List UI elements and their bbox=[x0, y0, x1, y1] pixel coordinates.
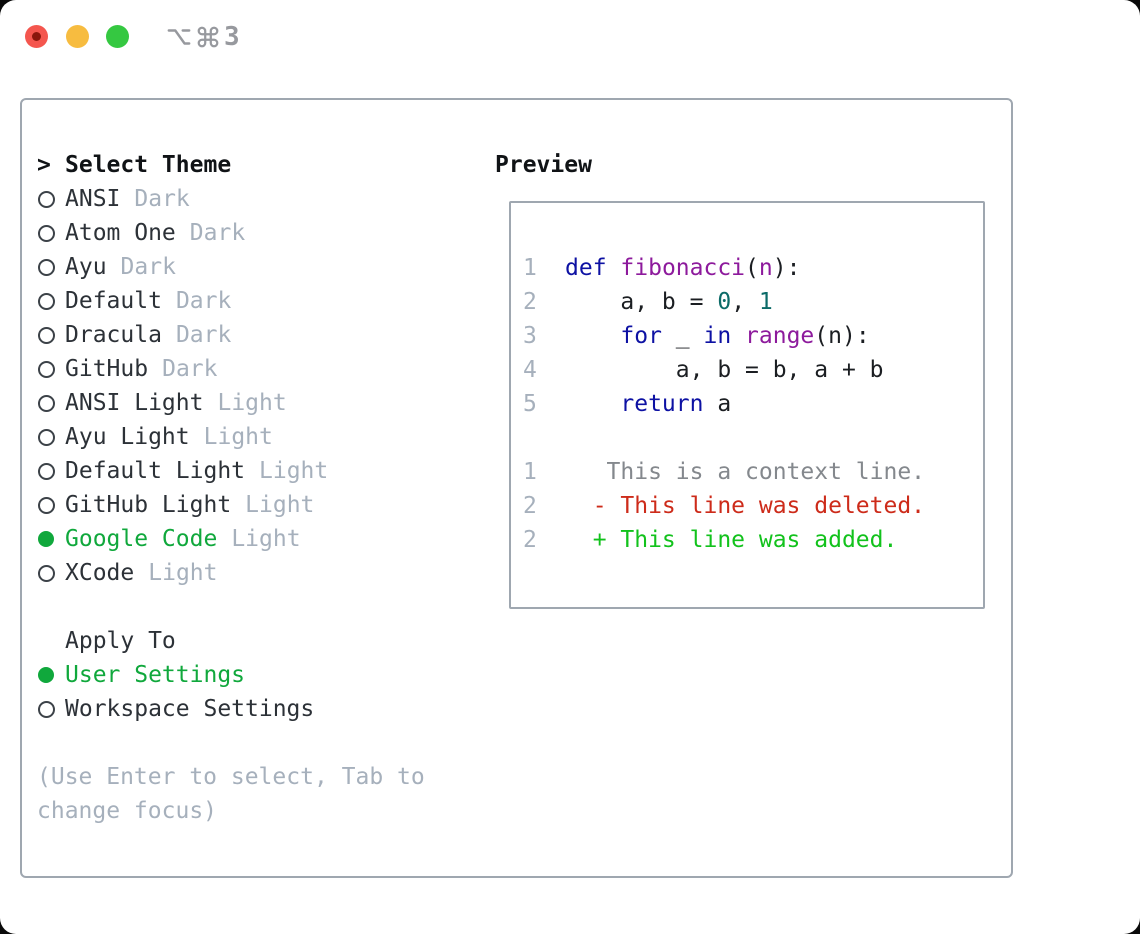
theme-option-default-light[interactable]: Default Light Light bbox=[37, 454, 425, 488]
code-line: 4 a, b = b, a + b bbox=[523, 353, 983, 387]
option-label: User Settings bbox=[65, 662, 246, 688]
option-label: ANSI Light bbox=[65, 390, 204, 416]
theme-option-ansi[interactable]: ANSI Dark bbox=[37, 182, 425, 216]
code-line: 2 + This line was added. bbox=[523, 523, 983, 557]
option-variant-label: Light bbox=[217, 390, 287, 416]
theme-option-xcode[interactable]: XCode Light bbox=[37, 556, 425, 590]
shortcut-number: 3 bbox=[224, 22, 240, 52]
radio-icon bbox=[38, 258, 55, 276]
option-label: XCode bbox=[65, 560, 135, 586]
code-line bbox=[523, 421, 983, 455]
option-key-icon bbox=[166, 24, 192, 50]
option-label: GitHub bbox=[65, 356, 149, 382]
option-variant-label: Dark bbox=[189, 220, 246, 246]
radio-icon bbox=[38, 224, 55, 242]
radio-icon bbox=[38, 326, 55, 344]
hint-text-line1: (Use Enter to select, Tab to bbox=[37, 764, 425, 790]
option-variant-label: Light bbox=[245, 492, 315, 518]
line-number: 2 bbox=[523, 527, 537, 553]
option-variant-label: Dark bbox=[134, 186, 190, 212]
theme-option-dracula[interactable]: Dracula Dark bbox=[37, 318, 425, 352]
spacer-row bbox=[37, 726, 425, 760]
apply-to-header: Apply To bbox=[37, 624, 425, 658]
close-button[interactable] bbox=[25, 25, 48, 48]
theme-option-ansi-light[interactable]: ANSI Light Light bbox=[37, 386, 425, 420]
option-variant-label: Light bbox=[231, 526, 301, 552]
preview-title: Preview bbox=[495, 152, 592, 178]
code-line: 1 This is a context line. bbox=[523, 455, 983, 489]
option-label: Default Light bbox=[65, 458, 246, 484]
code-line: 5 return a bbox=[523, 387, 983, 421]
focus-caret: > bbox=[37, 152, 51, 178]
select-theme-header: > Select Theme bbox=[37, 148, 425, 182]
line-number: 3 bbox=[523, 323, 537, 349]
radio-selected-icon bbox=[38, 667, 54, 683]
radio-icon bbox=[38, 190, 55, 208]
radio-icon bbox=[38, 462, 55, 480]
option-variant-label: Light bbox=[148, 560, 218, 586]
command-key-icon bbox=[195, 24, 221, 50]
option-label: Atom One bbox=[65, 220, 176, 246]
apply-option-workspace-settings[interactable]: Workspace Settings bbox=[37, 692, 425, 726]
option-variant-label: Dark bbox=[120, 254, 176, 280]
radio-icon bbox=[38, 564, 55, 582]
code-line: 2 - This line was deleted. bbox=[523, 489, 983, 523]
page-title: Select Theme bbox=[65, 152, 232, 178]
line-number: 4 bbox=[523, 357, 537, 383]
radio-icon bbox=[38, 292, 55, 310]
hint-text-line2: change focus) bbox=[37, 798, 218, 824]
zoom-button[interactable] bbox=[106, 25, 129, 48]
option-label: Dracula bbox=[65, 322, 162, 348]
theme-option-github-light[interactable]: GitHub Light Light bbox=[37, 488, 425, 522]
theme-option-github[interactable]: GitHub Dark bbox=[37, 352, 425, 386]
radio-icon bbox=[38, 360, 55, 378]
option-label: ANSI bbox=[65, 186, 121, 212]
option-variant-label: Light bbox=[203, 424, 273, 450]
option-variant-label: Light bbox=[259, 458, 329, 484]
option-label: Default bbox=[65, 288, 162, 314]
theme-option-default[interactable]: Default Dark bbox=[37, 284, 425, 318]
spacer-row bbox=[37, 590, 425, 624]
window-title: 3 bbox=[166, 22, 240, 52]
option-variant-label: Dark bbox=[175, 322, 232, 348]
option-label: Google Code bbox=[65, 526, 218, 552]
apply-option-user-settings[interactable]: User Settings bbox=[37, 658, 425, 692]
option-label: Ayu Light bbox=[65, 424, 190, 450]
theme-option-ayu[interactable]: Ayu Dark bbox=[37, 250, 425, 284]
code-line: 3 for _ in range(n): bbox=[523, 319, 983, 353]
radio-icon bbox=[38, 700, 55, 718]
radio-icon bbox=[38, 428, 55, 446]
code-line: 2 a, b = 0, 1 bbox=[523, 285, 983, 319]
radio-selected-icon bbox=[38, 531, 54, 547]
line-number: 1 bbox=[523, 459, 537, 485]
theme-option-atom-one[interactable]: Atom One Dark bbox=[37, 216, 425, 250]
line-number: 2 bbox=[523, 289, 537, 315]
line-number: 5 bbox=[523, 391, 537, 417]
option-label: GitHub Light bbox=[65, 492, 232, 518]
line-number: 2 bbox=[523, 493, 537, 519]
radio-icon bbox=[38, 496, 55, 514]
line-number: 1 bbox=[523, 255, 537, 281]
apply-to-label: Apply To bbox=[65, 628, 176, 654]
minimize-button[interactable] bbox=[66, 25, 89, 48]
option-variant-label: Dark bbox=[175, 288, 232, 314]
option-variant-label: Dark bbox=[162, 356, 218, 382]
option-label: Ayu bbox=[65, 254, 107, 280]
option-label: Workspace Settings bbox=[65, 696, 315, 722]
radio-icon bbox=[38, 394, 55, 412]
theme-option-ayu-light[interactable]: Ayu Light Light bbox=[37, 420, 425, 454]
theme-option-google-code[interactable]: Google Code Light bbox=[37, 522, 425, 556]
